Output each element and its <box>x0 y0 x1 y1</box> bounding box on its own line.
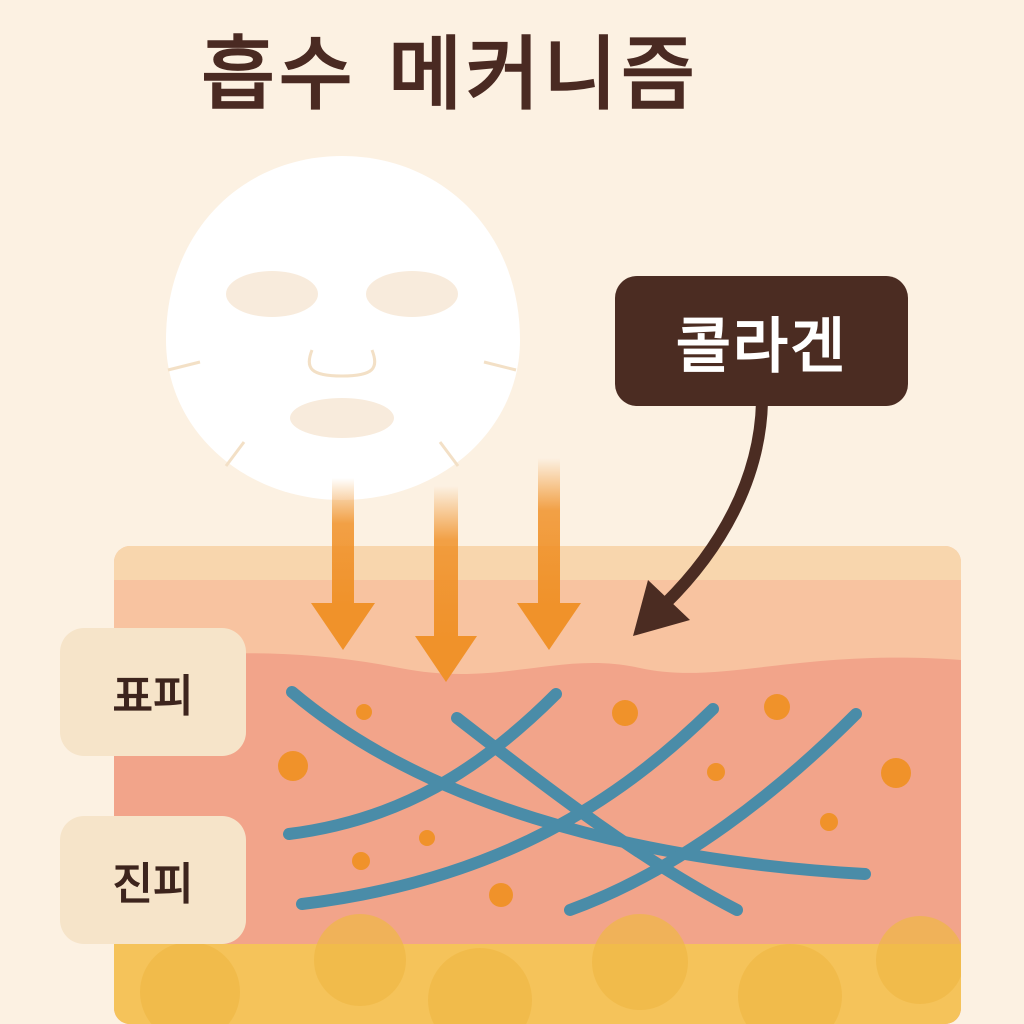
mask-slits <box>167 360 517 467</box>
collagen-callout: 콜라겐 <box>615 276 908 406</box>
absorption-arrow-icon <box>311 458 581 682</box>
mask-eye-right <box>366 271 458 317</box>
epidermis-label: 표피 <box>60 628 246 756</box>
dermis-label: 진피 <box>60 816 246 944</box>
sheet-mask-icon <box>166 156 520 500</box>
mask-nose <box>307 349 377 378</box>
mask-mouth <box>290 398 394 438</box>
nutrient-particles <box>278 694 911 907</box>
collagen-fiber-icon <box>283 686 871 916</box>
mask-eye-left <box>226 271 318 317</box>
page-title: 흡수 메커니즘 <box>201 28 699 121</box>
callout-pointer-icon <box>633 396 768 636</box>
skin-top-strip <box>114 546 961 580</box>
fat-cells <box>140 914 961 1024</box>
